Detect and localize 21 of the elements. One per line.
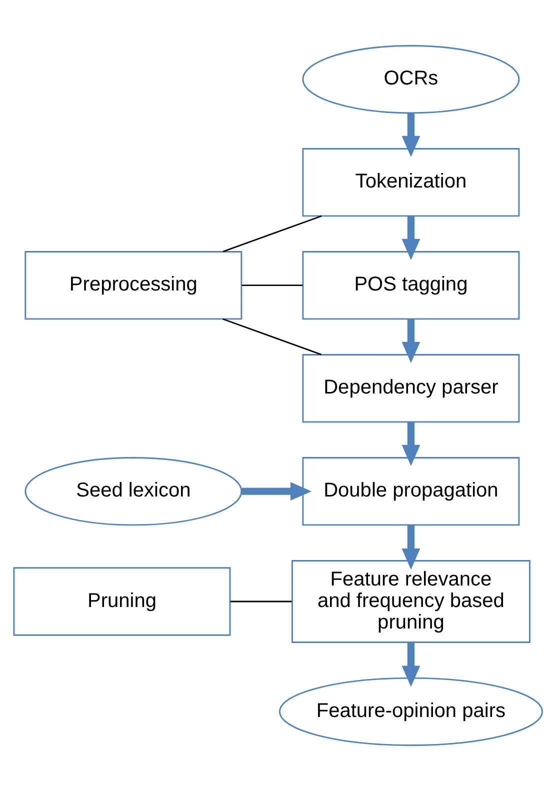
arrow (402, 318, 420, 362)
node-ellipse: Seed lexicon (24, 456, 242, 526)
node-ellipse: Feature-opinion pairs (278, 676, 543, 746)
arrow (242, 482, 312, 500)
node-box: Dependency parser (302, 354, 520, 422)
connector (230, 600, 292, 602)
node-ellipse: OCRs (302, 44, 520, 114)
node-box: Double propagation (302, 456, 520, 526)
arrow (402, 112, 420, 156)
arrow (402, 216, 420, 260)
arrow (402, 524, 420, 570)
arrow (402, 422, 420, 466)
arrow (402, 642, 420, 686)
node-box: Feature relevance and frequency based pruning (292, 560, 530, 642)
node-box: Pruning (13, 566, 231, 636)
node-box: POS tagging (302, 250, 520, 320)
node-box: Tokenization (302, 148, 520, 216)
node-box: Preprocessing (24, 250, 242, 320)
connector (242, 284, 303, 286)
connector (222, 318, 322, 355)
connector (222, 214, 322, 252)
